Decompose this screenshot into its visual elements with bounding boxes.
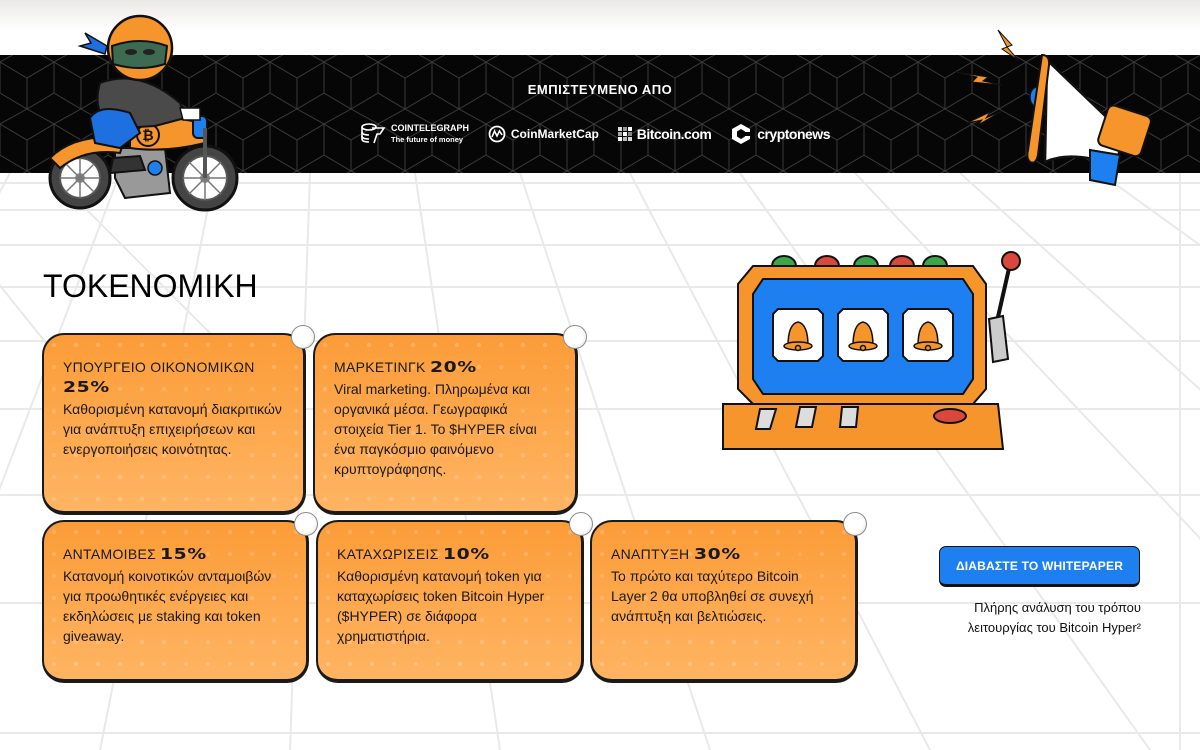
pin-icon	[563, 325, 587, 349]
logo-bitcoin-com[interactable]: Bitcoin.com	[617, 126, 712, 142]
motorcycle-icon: ₿	[48, 115, 239, 212]
card-percent: 25%	[63, 378, 110, 396]
top-fade	[0, 0, 1200, 30]
card-description: Το πρώτο και ταχύτερο Bitcoin Layer 2 θα…	[611, 568, 814, 624]
lightning-icon	[954, 29, 1019, 126]
slot-machine-illustration	[722, 251, 1021, 450]
tokenomics-card-rewards: ΑΝΤΑΜΟΙΒΕΣ 15% Κατανομή κοινοτικών ανταμ…	[42, 512, 318, 683]
rider-illustration: ₿	[48, 14, 239, 212]
pin-icon	[843, 512, 867, 536]
card-percent: 30%	[693, 545, 741, 563]
tokenomics-card-listings: ΚΑΤΑΧΩΡΙΣΕΙΣ 10% Καθορισμένη κατανομή to…	[316, 512, 593, 683]
cryptonews-name: cryptonews	[757, 126, 830, 142]
bell-icon	[783, 321, 943, 352]
read-whitepaper-button[interactable]: ΔΙΑΒΑΣΤΕ ΤΟ WHITEPAPER	[939, 546, 1140, 587]
cointelegraph-name: COINTELEGRAPH	[391, 123, 470, 133]
card-description: Καθορισμένη κατανομή token για καταχωρίσ…	[337, 568, 545, 644]
pin-icon	[569, 512, 593, 536]
card-percent: 10%	[442, 545, 490, 563]
card-label: ΑΝΤΑΜΟΙΒΕΣ	[63, 546, 157, 562]
bitcoin-com-logo-icon	[617, 127, 632, 141]
tokenomics-card-marketing: ΜΑΡΚΕΤΙΝΓΚ 20% Viral marketing. Πληρωμέν…	[313, 325, 587, 515]
card-label: ΜΑΡΚΕΤΙΝΓΚ	[334, 359, 426, 375]
pin-icon	[294, 512, 318, 536]
card-label: ΑΝΑΠΤΥΞΗ	[611, 546, 690, 562]
tokenomics-card-treasury: ΥΠΟΥΡΓΕΙΟ ΟΙΚΟΝΟΜΙΚΩΝ 25% Καθορισμένη κα…	[42, 325, 315, 515]
logo-cryptonews[interactable]: cryptonews	[730, 123, 830, 145]
cointelegraph-tagline: The future of money	[391, 135, 464, 144]
cryptonews-logo-icon	[732, 124, 753, 144]
card-description: Viral marketing. Πληρωμένα και οργανικά …	[334, 381, 537, 477]
tokenomics-title: TOKENOMIKH	[43, 268, 258, 304]
megaphone-icon	[1026, 53, 1150, 187]
card-description: Κατανομή κοινοτικών ανταμοιβών για προωθ…	[63, 568, 272, 644]
card-label: ΚΑΤΑΧΩΡΙΣΕΙΣ	[337, 546, 439, 562]
trusted-by-title: ΕΜΠΙΣΤΕΥΜΕΝΟ ΑΠΟ	[527, 82, 673, 97]
tokenomics-card-development: ΑΝΑΠΤΥΞΗ 30% Το πρώτο και ταχύτερο Bitco…	[590, 512, 867, 683]
coinmarketcap-logo-icon	[488, 125, 506, 143]
pin-icon	[291, 325, 315, 349]
logo-coinmarketcap[interactable]: CoinMarketCap	[488, 125, 599, 143]
megaphone-illustration	[954, 29, 1150, 187]
press-logos: COINTELEGRAPH The future of money CoinMa…	[360, 119, 830, 149]
card-description: Καθορισμένη κατανομή διακριτικών για ανά…	[63, 401, 282, 457]
bitcoin-com-name: Bitcoin.com	[636, 126, 712, 142]
whitepaper-note: Πλήρης ανάλυση του τρόπου λειτουργίας το…	[967, 600, 1141, 635]
card-percent: 20%	[429, 358, 477, 376]
card-label: ΥΠΟΥΡΓΕΙΟ ΟΙΚΟΝΟΜΙΚΩΝ	[63, 359, 255, 375]
card-percent: 15%	[160, 545, 208, 563]
svg-text:₿: ₿	[142, 127, 153, 143]
logo-cointelegraph[interactable]: COINTELEGRAPH The future of money	[360, 122, 469, 146]
coinmarketcap-name: CoinMarketCap	[510, 127, 599, 141]
cointelegraph-logo-icon	[361, 123, 386, 144]
